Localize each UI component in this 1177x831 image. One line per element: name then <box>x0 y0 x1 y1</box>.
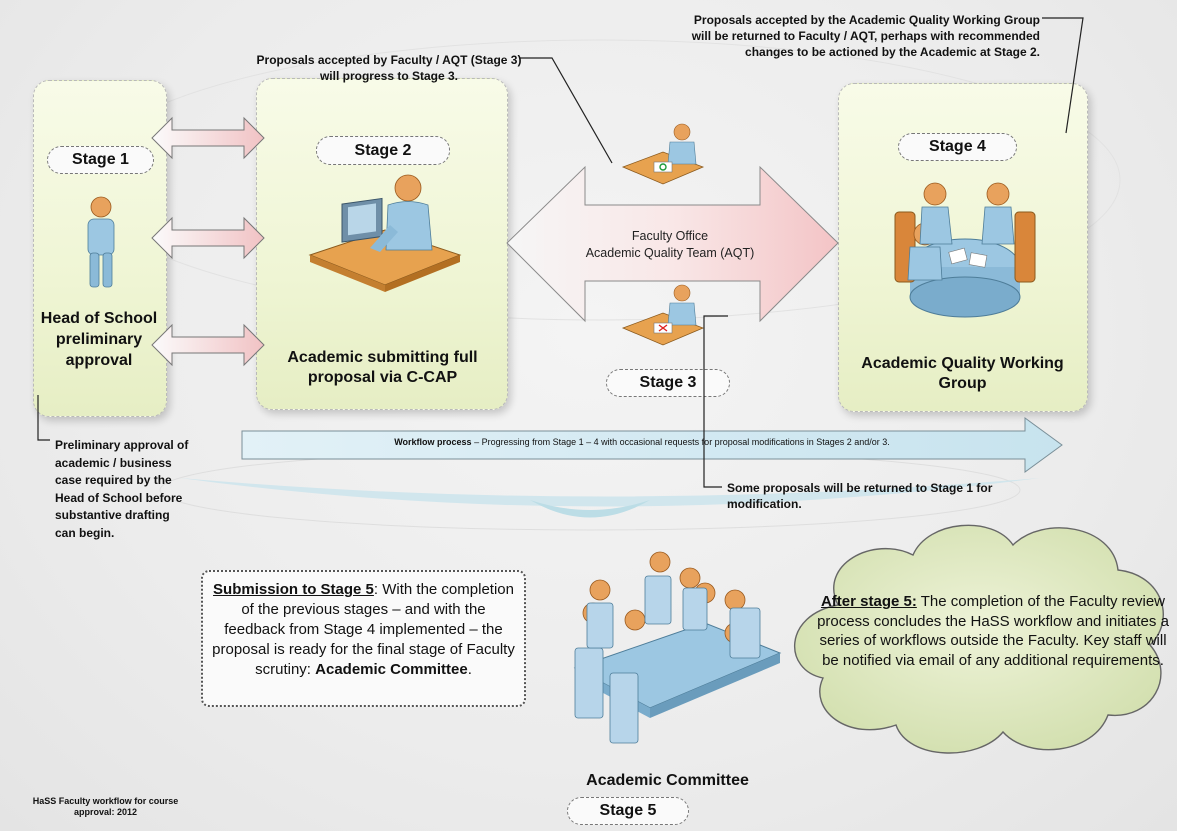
stage1-pill: Stage 1 <box>47 146 154 174</box>
faculty-office-line1: Faculty Office <box>631 229 709 243</box>
note-returned: Some proposals will be returned to Stage… <box>727 481 993 511</box>
double-arrow-middle <box>151 216 265 260</box>
stage4-pill: Stage 4 <box>898 133 1017 161</box>
aqt-approve-figure-icon <box>621 123 705 185</box>
note-stage3-accepted: Proposals accepted by Faculty / AQT (Sta… <box>256 53 522 83</box>
callout-line-returned <box>703 315 728 488</box>
stage1-stage2-arrows <box>151 116 265 367</box>
note-aqwg-accepted: Proposals accepted by the Academic Quali… <box>691 13 1040 59</box>
callout-line-preliminary <box>37 395 50 441</box>
academic-committee-icon <box>573 551 782 744</box>
faculty-office-line2: Academic Quality Team (AQT) <box>585 246 755 260</box>
submission-body: : With the completion of the previous st… <box>212 581 515 678</box>
submission-period: . <box>467 661 472 678</box>
faculty-office-label: Faculty Office Academic Quality Team (AQ… <box>565 228 775 262</box>
double-arrow-top <box>151 116 265 160</box>
submission-title: Submission to Stage 5 <box>213 581 374 598</box>
stage5-pill: Stage 5 <box>567 797 689 825</box>
academic-submitting-caption: Academic submitting full proposal via C-… <box>287 349 478 386</box>
after-stage5-cloud <box>793 524 1164 754</box>
footer-caption: HaSS Faculty workflow for course approva… <box>32 796 179 817</box>
after-stage5-body: The completion of the Faculty review pro… <box>817 593 1169 669</box>
double-arrow-bottom <box>151 323 265 367</box>
callout-line-stage3 <box>520 57 613 164</box>
after-stage5-title: After stage 5: <box>820 593 917 610</box>
working-group-meeting-icon <box>894 182 1036 318</box>
workflow-arrow <box>241 417 1063 473</box>
workflow-label-bold: Workflow process <box>394 437 472 447</box>
academic-at-computer-icon <box>308 174 462 292</box>
head-of-school-caption: Head of School preliminary approval <box>40 310 158 369</box>
workflow-label-rest: – Progressing from Stage 1 – 4 with occa… <box>471 437 890 447</box>
aqwg-caption: Academic Quality Working Group <box>861 355 1064 392</box>
head-of-school-figure-icon <box>87 196 115 288</box>
academic-committee-caption: Academic Committee <box>586 772 749 789</box>
stage3-pill: Stage 3 <box>606 369 730 397</box>
stage2-pill: Stage 2 <box>316 136 450 165</box>
submission-stage5-box: Submission to Stage 5: With the completi… <box>201 570 526 707</box>
submission-end: Academic Committee <box>315 661 468 678</box>
after-stage5-text: After stage 5: The completion of the Fac… <box>812 592 1174 670</box>
aqt-reject-figure-icon <box>621 284 705 346</box>
callout-line-aqwg <box>1042 17 1084 134</box>
workflow-label: Workflow process – Progressing from Stag… <box>252 437 1032 447</box>
faculty-office-arrow <box>506 165 839 323</box>
note-preliminary: Preliminary approval of academic / busin… <box>55 438 189 540</box>
